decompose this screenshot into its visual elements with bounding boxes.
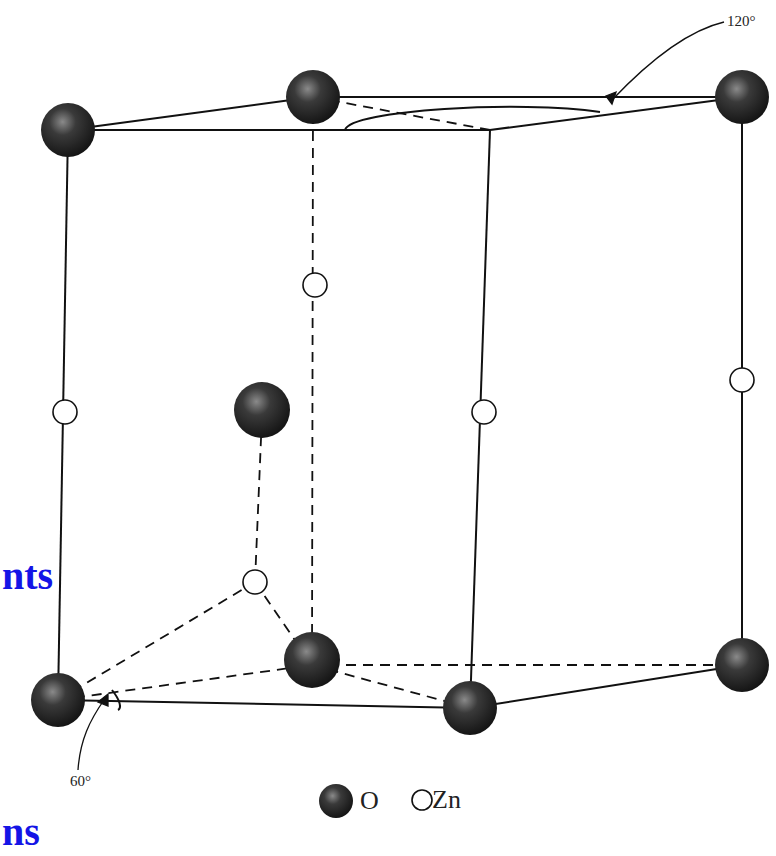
legend-text: O (360, 788, 379, 814)
zinc-swatch (410, 788, 434, 812)
legend-text: Zn (432, 787, 461, 813)
slide-text-fragment: nts (2, 556, 53, 596)
oxygen-swatch (318, 783, 354, 819)
angle-label: 120° (727, 14, 756, 29)
slide-text-fragment: ns (2, 812, 40, 852)
angle-label: 60° (70, 774, 91, 789)
